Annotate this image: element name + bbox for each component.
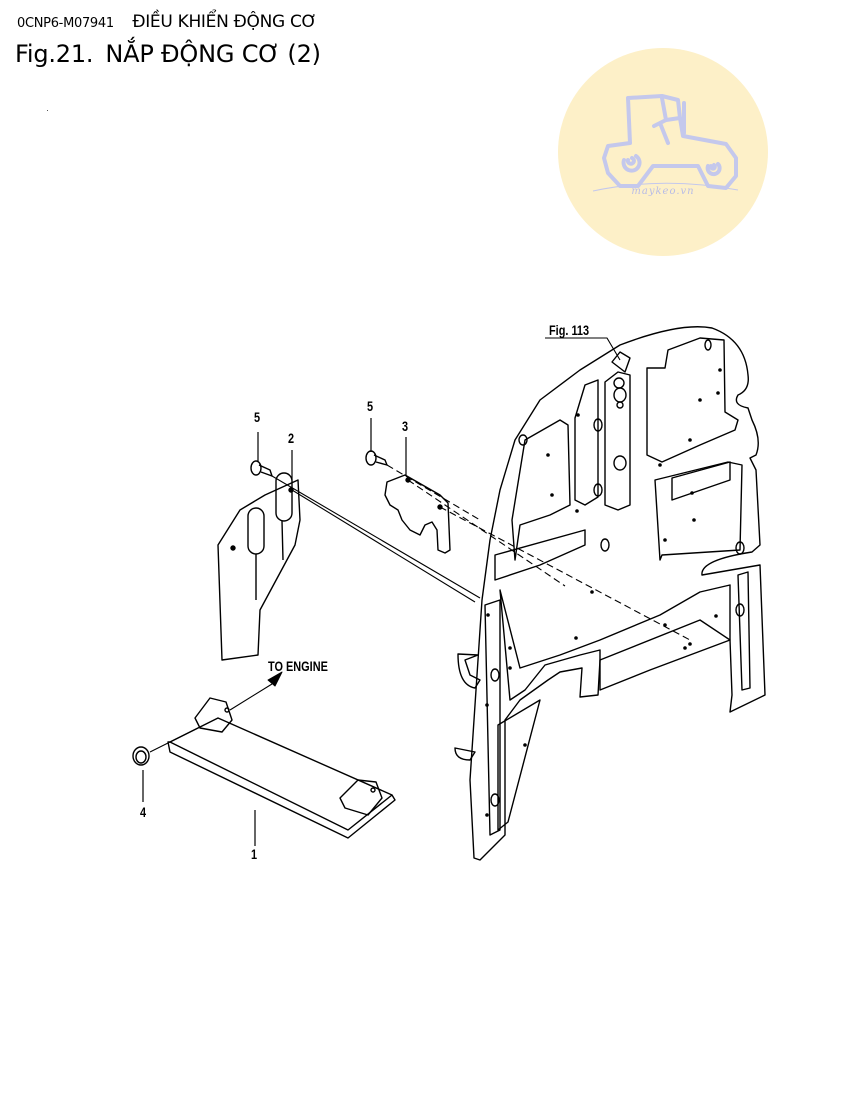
part-4-nut [132, 746, 150, 766]
arrow-icon [267, 671, 283, 687]
doc-code: 0CNP6-M07941 [17, 16, 114, 31]
callout-2: 2 [288, 430, 295, 446]
watermark-text: maykeo.vn [631, 186, 695, 197]
figure-number: Fig.21. [15, 40, 94, 68]
tractor-icon [592, 94, 739, 192]
figure-title: Fig.21. NẮP ĐỘNG CƠ (2) [15, 40, 321, 68]
to-engine-label: TO ENGINE [268, 658, 328, 674]
figure-name: NẮP ĐỘNG CƠ (2) [105, 40, 321, 68]
part-2-side-plate [217, 472, 301, 661]
callout-3: 3 [402, 418, 409, 434]
engine-cover-panel [454, 326, 766, 861]
bolt-5-left [250, 460, 273, 477]
stray-dot [47, 110, 48, 111]
panel-holes [485, 368, 722, 817]
callout-1: 1 [251, 846, 258, 862]
header-line: 0CNP6-M07941 ĐIỀU KHIỂN ĐỘNG CƠ [17, 12, 317, 32]
callout-4: 4 [140, 804, 147, 820]
bolt-5-right [365, 450, 388, 466]
watermark-logo: maykeo.vn [558, 48, 768, 256]
callout-5-right: 5 [367, 398, 374, 414]
fig-113-reference: Fig. 113 [549, 322, 590, 338]
part-1-bottom-cover [167, 697, 396, 839]
callout-leaders [142, 418, 407, 846]
callout-5-left: 5 [254, 409, 261, 425]
section-title: ĐIỀU KHIỂN ĐỘNG CƠ [132, 12, 317, 32]
